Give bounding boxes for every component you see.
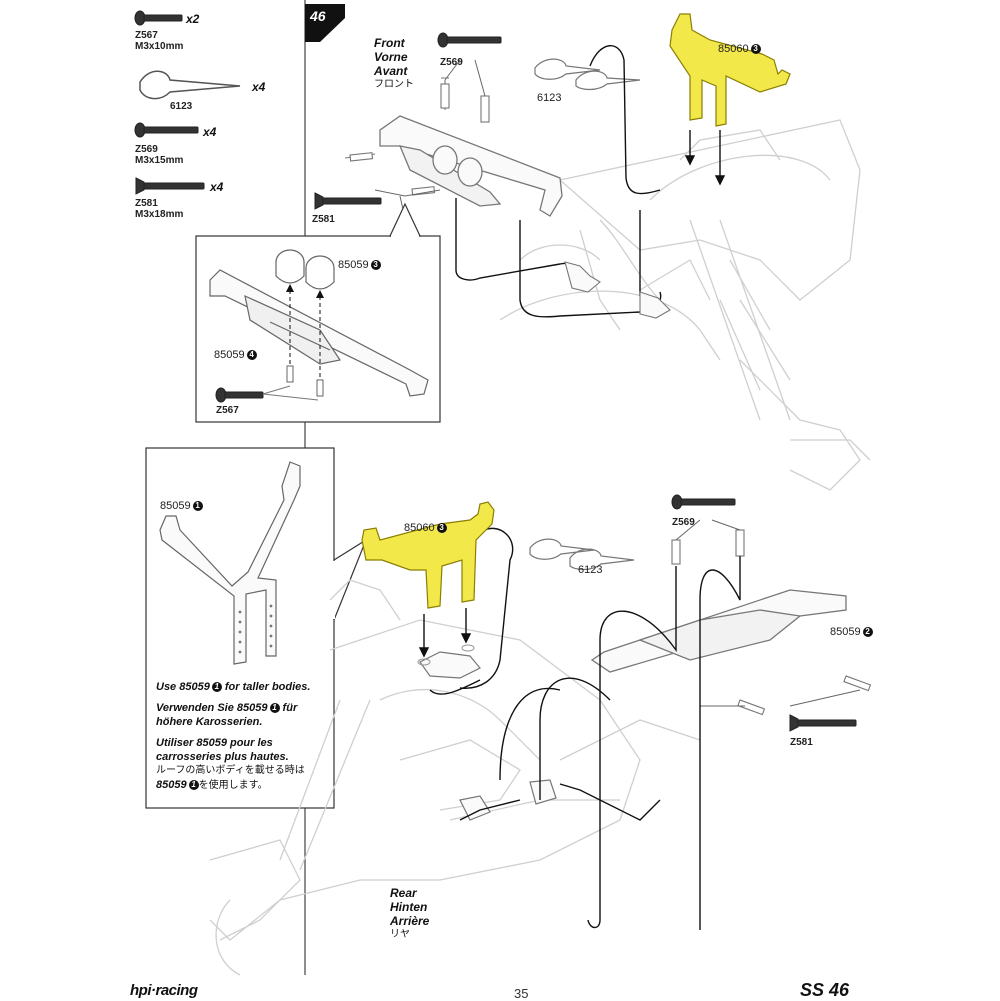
parts-qty-z567: x2	[186, 12, 200, 26]
rear-detail-mount-drawing	[159, 461, 301, 665]
rear-clip-label: 6123	[578, 564, 603, 576]
parts-code-z569: Z569	[135, 144, 158, 155]
front-screw-z581-icon	[314, 192, 382, 210]
rear-direction-label: Rear Hinten Arrière リヤ	[390, 886, 430, 940]
rear-body-mount-highlight	[361, 501, 495, 609]
step-tab	[305, 4, 345, 42]
front-mount-arrows	[684, 130, 726, 186]
screw-z569-icon	[134, 122, 199, 138]
front-body-mount-highlight	[669, 13, 791, 127]
brand-logo: hpi·racing	[130, 982, 198, 999]
rear-screw-z569-label: Z569	[672, 517, 695, 528]
step-number: 46	[310, 8, 326, 24]
parts-qty-z569: x4	[203, 125, 217, 139]
page-number: 35	[514, 986, 529, 1001]
parts-qty-6123: x4	[252, 80, 266, 94]
front-detail-screw-z567-icon	[215, 387, 264, 403]
parts-code-z567: Z567	[135, 30, 158, 41]
clip-6123-icon	[139, 70, 241, 100]
parts-size-z569: M3x15mm	[135, 155, 184, 166]
rear-screw-z581-label: Z581	[790, 737, 813, 748]
front-screw-z581-label: Z581	[312, 214, 335, 225]
front-clip-icon	[534, 58, 641, 91]
parts-size-z581: M3x18mm	[135, 209, 184, 220]
front-detail-cushions	[275, 249, 335, 290]
rear-clip-icon	[529, 538, 635, 571]
front-chassis-drawing	[499, 119, 871, 491]
rear-routing-lines	[429, 527, 741, 930]
parts-qty-z581: x4	[210, 180, 224, 194]
model-logo: SS 46	[800, 980, 850, 1000]
rear-mount-arrows	[418, 608, 472, 658]
screw-z567-icon	[134, 10, 183, 26]
parts-code-6123: 6123	[170, 101, 193, 112]
front-clip-label: 6123	[537, 92, 562, 104]
front-guide-lines	[374, 59, 486, 215]
parts-size-z567: M3x10mm	[135, 41, 184, 52]
screw-z581-icon	[135, 177, 205, 195]
front-direction-label: Front Vorne Avant フロント	[374, 36, 414, 90]
parts-code-z581: Z581	[135, 198, 158, 209]
front-bumper-drawing	[379, 115, 563, 217]
front-screw-z569-icon	[437, 32, 502, 48]
rear-screw-z581-icon	[789, 714, 857, 732]
front-detail-screw-label: Z567	[216, 405, 239, 416]
rear-screw-z569-icon	[671, 494, 736, 510]
rear-bumper-drawing	[590, 589, 847, 673]
front-screw-z569-label: Z569	[440, 57, 463, 68]
